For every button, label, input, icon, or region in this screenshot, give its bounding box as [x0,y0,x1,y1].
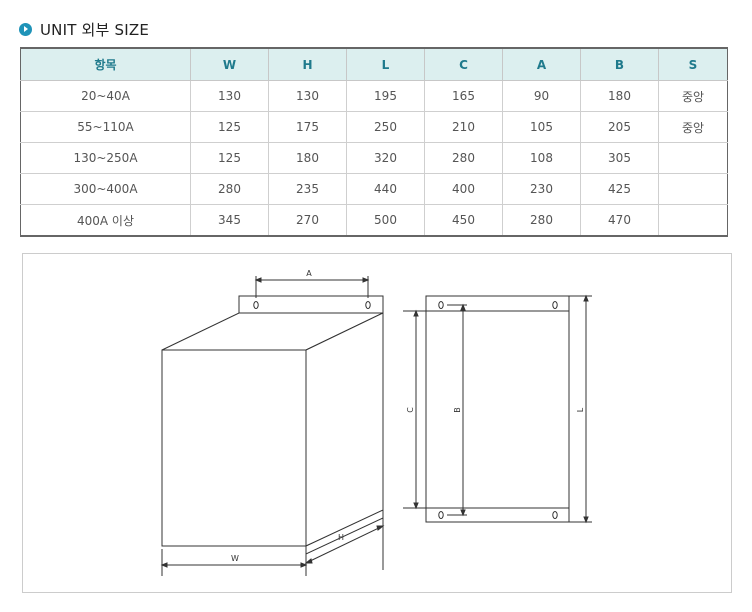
table-cell: 90 [502,80,581,112]
dimension-c: C [403,309,426,510]
table-cell: 165 [424,80,503,112]
size-table: 항목 W H L C A B S 20~40A 130 130 195 165 … [20,47,728,237]
table-cell: 250 [346,111,425,143]
table-cell: 130~250A [20,142,191,174]
table-cell: 270 [268,204,347,237]
header-cell: C [424,47,503,81]
table-cell: 230 [502,173,581,205]
table-cell: 320 [346,142,425,174]
section-title: UNIT 외부 SIZE [40,20,150,39]
table-cell [658,173,728,205]
table-cell: 130 [268,80,347,112]
unit-front-view [425,295,570,523]
front-face [161,349,307,547]
table-row: 400A 이상 345 270 500 450 280 470 [20,204,728,237]
mount-hole [552,301,558,309]
table-cell: 400A 이상 [20,204,191,237]
table-cell [658,204,728,237]
table-cell: 280 [424,142,503,174]
unit-isometric [161,295,384,555]
mount-hole [552,511,558,519]
table-cell: 125 [190,142,269,174]
table-cell: 180 [268,142,347,174]
table-cell: 105 [502,111,581,143]
header-cell: 항목 [20,47,191,81]
label-a: A [306,269,312,278]
dimension-drawing-svg: A W H [160,269,592,576]
header-cell: A [502,47,581,81]
dimension-h: H [304,518,385,570]
mount-hole [438,511,444,519]
table-cell: 108 [502,142,581,174]
dimension-b: B [447,303,467,517]
table-cell: 345 [190,204,269,237]
table-header-row: 항목 W H L C A B S [20,47,728,81]
table-row: 130~250A 125 180 320 280 108 305 [20,142,728,174]
table-cell: 305 [580,142,659,174]
table-cell: 175 [268,111,347,143]
label-c: C [406,407,415,413]
dimension-a: A [254,269,370,298]
header-cell: S [658,47,728,81]
table-cell: 55~110A [20,111,191,143]
table-cell: 280 [190,173,269,205]
front-view-outline [425,295,570,523]
section-heading: UNIT 외부 SIZE [19,19,149,39]
mount-hole [365,301,371,309]
table-cell: 20~40A [20,80,191,112]
circle-arrow-icon [19,22,32,36]
table-cell: 중앙 [658,111,728,143]
header-cell: H [268,47,347,81]
table-cell: 500 [346,204,425,237]
table-row: 300~400A 280 235 440 400 230 425 [20,173,728,205]
table-row: 55~110A 125 175 250 210 105 205 중앙 [20,111,728,143]
table-cell: 440 [346,173,425,205]
label-w: W [231,554,239,563]
mount-hole [253,301,259,309]
table-cell: 125 [190,111,269,143]
dimension-l: L [569,294,592,524]
table-cell: 450 [424,204,503,237]
table-cell: 205 [580,111,659,143]
table-cell: 195 [346,80,425,112]
dimension-w: W [160,549,308,576]
table-cell: 180 [580,80,659,112]
header-cell: B [580,47,659,81]
table-cell: 210 [424,111,503,143]
dimension-drawing: A W H [22,253,732,593]
side-face [305,312,384,547]
label-b: B [453,407,462,413]
table-cell: 470 [580,204,659,237]
table-cell: 280 [502,204,581,237]
table-cell: 300~400A [20,173,191,205]
table-cell: 중앙 [658,80,728,112]
mount-hole [438,301,444,309]
table-cell [658,142,728,174]
label-l: L [576,407,585,412]
table-cell: 235 [268,173,347,205]
label-h: H [338,533,344,542]
table-cell: 425 [580,173,659,205]
table-cell: 130 [190,80,269,112]
table-row: 20~40A 130 130 195 165 90 180 중앙 [20,80,728,112]
header-cell: L [346,47,425,81]
header-cell: W [190,47,269,81]
top-bracket [238,295,384,314]
table-cell: 400 [424,173,503,205]
